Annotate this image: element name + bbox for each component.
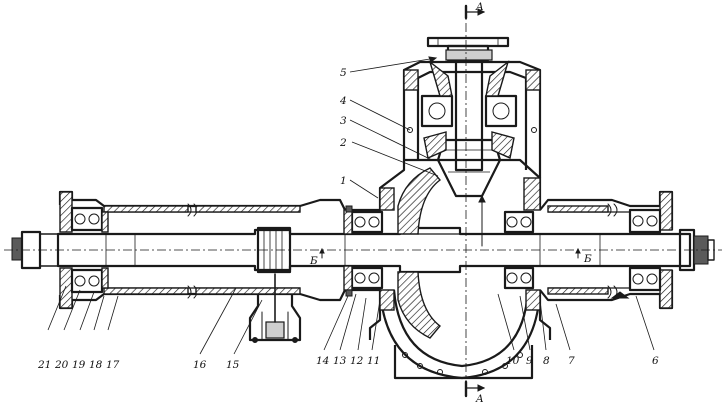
callout-12: 12 [350,355,364,367]
pinion-bearings [420,60,518,159]
callout-5-top: 5 [340,67,347,79]
left-outer-bearing [70,206,109,294]
callout-2: 2 [339,137,347,149]
differential-housing [345,158,552,380]
section-b-marks: Б Б [309,247,592,267]
axle-shaft [4,226,722,274]
callout-4: 4 [339,95,347,107]
callout-7: 7 [568,355,575,367]
callout-21: 21 [37,359,51,371]
callout-13: 13 [333,355,347,367]
callout-16: 16 [193,359,207,371]
callout-labels: 5 4 3 2 1 21 20 19 18 17 16 15 14 13 12 … [37,67,659,371]
right-outer-bearing [610,208,662,299]
lower-support [248,273,302,343]
callout-9: 9 [526,355,533,367]
ring-gear [397,167,461,339]
section-b-right-label: Б [583,253,592,265]
section-b-left-label: Б [309,255,318,267]
callout-18: 18 [89,359,103,371]
callout-14: 14 [316,355,329,367]
center-bearings [343,209,535,291]
callout-1: 1 [340,175,347,187]
right-axle-housing [539,190,674,310]
section-a-marks: A A [464,1,486,405]
leader-lines [47,56,655,355]
left-axle-housing [58,190,347,310]
callout-10: 10 [506,355,520,367]
callout-6: 6 [652,355,659,367]
section-a-bottom-label: A [475,393,484,405]
callout-20: 20 [54,359,69,371]
callout-11: 11 [367,355,380,367]
callout-17: 17 [106,359,120,371]
section-a-top-label: A [475,1,484,13]
callout-3: 3 [340,115,347,127]
callout-8: 8 [543,355,550,367]
callout-15: 15 [226,359,240,371]
callout-19: 19 [72,359,86,371]
